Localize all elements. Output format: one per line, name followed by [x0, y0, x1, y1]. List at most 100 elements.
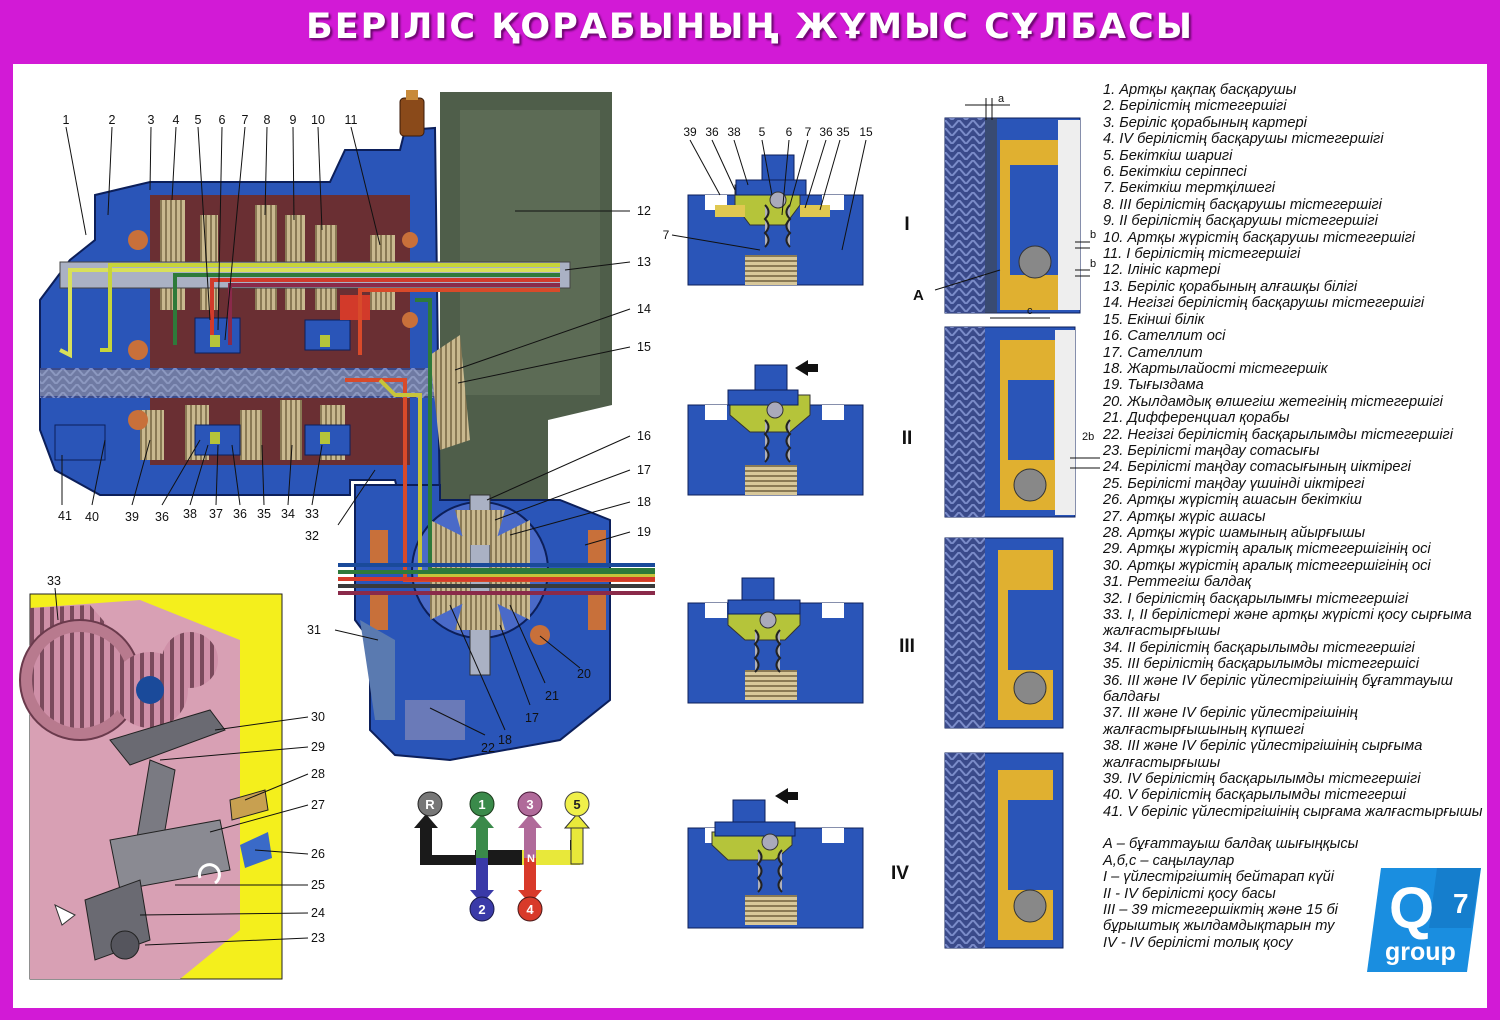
callout-35: 35	[257, 507, 271, 521]
callout-36a: 36	[155, 510, 169, 524]
detail-callout-36a: 36	[705, 125, 719, 139]
position-IV: IV	[891, 863, 909, 884]
note-item: А,б,с – саңылаулар	[1103, 852, 1235, 869]
legend-item: 1. Артқы қақпақ басқарушы	[1103, 82, 1297, 98]
legend-item: 12. Ілініс картері	[1103, 262, 1221, 279]
logo-word: group	[1385, 938, 1456, 966]
callout-6: 6	[219, 113, 226, 127]
detail-callout-5: 5	[759, 125, 766, 139]
legend-item: 22. Негізгі берілістің басқарылымды тіст…	[1103, 426, 1454, 443]
sync-stage-2	[687, 360, 864, 496]
logo-letter: Q	[1389, 876, 1434, 941]
clearance-c: c	[1027, 305, 1033, 317]
callout-12: 12	[637, 204, 651, 218]
q7-group-logo: Q 7 group	[1367, 868, 1481, 972]
detail-callout-6: 6	[786, 125, 793, 139]
legend-item: 5. Бекіткіш шаригі	[1103, 147, 1233, 164]
callout-3: 3	[148, 113, 155, 127]
gear-N: N	[527, 853, 535, 865]
callout-18: 18	[637, 495, 651, 509]
legend-item: 40. V берілістің басқарылымды тістегерші	[1103, 787, 1406, 804]
detail-callout-7b: 7	[663, 228, 670, 242]
legend-item: 24. Берілісті таңдау сотасығының иіктіре…	[1103, 459, 1411, 476]
callout-7: 7	[242, 113, 249, 127]
legend-item: 28. Артқы жүріс шамының айырғышы	[1103, 524, 1366, 541]
gear-5: 5	[573, 797, 580, 812]
legend-item: 36. III және IV беріліс үйлестіргішінің …	[1103, 672, 1453, 706]
legend-item: 21. Дифференциал қорабы	[1103, 410, 1290, 427]
callout-34: 34	[281, 507, 295, 521]
shift-pattern	[414, 791, 591, 922]
callout-39: 39	[125, 510, 139, 524]
sync-strip-3	[944, 537, 1064, 729]
clearance-a: a	[998, 93, 1005, 105]
callout-20: 20	[577, 667, 591, 681]
legend-item: 6. Бекіткіш серіппесі	[1103, 164, 1247, 181]
legend-item: 38. III және IV беріліс үйлестіргішінің …	[1103, 738, 1423, 771]
callout-18b: 18	[498, 733, 512, 747]
callout-10: 10	[311, 113, 325, 127]
legend-item: 30. Артқы жүрістің аралық тістегершігіні…	[1103, 557, 1431, 574]
note-item: IV - IV берілісті толық қосу	[1103, 934, 1293, 951]
detail-callout-7a: 7	[805, 125, 812, 139]
callout-36b: 36	[233, 507, 247, 521]
position-II: II	[902, 428, 913, 449]
legend-item: 37. III және IV беріліс үйлестіргішінің …	[1103, 705, 1358, 738]
callout-21: 21	[545, 689, 559, 703]
callout-9: 9	[290, 113, 297, 127]
detail-callout-15: 15	[859, 125, 873, 139]
callout-31: 31	[307, 623, 321, 637]
legend-item: 16. Сателлит осі	[1103, 328, 1226, 345]
legend-item: 35. III берілістің басқарылымды тістегер…	[1103, 656, 1419, 673]
legend-item: 26. Артқы жүрістің ашасын бекіткіш	[1103, 492, 1362, 509]
page-title: БЕРІЛІС ҚОРАБЫНЫҢ ЖҰМЫС СҰЛБАСЫ	[306, 7, 1194, 47]
note-item: бұрыштық жылдамдықтарын ту	[1103, 918, 1335, 935]
callout-38: 38	[183, 507, 197, 521]
legend-item: 11. I берілістің тістегершігі	[1103, 246, 1301, 263]
legend-item: 14. Негізгі берілістің басқарушы тістеге…	[1103, 295, 1425, 312]
callout-2: 2	[109, 113, 116, 127]
legend-item: 3. Беріліс қорабының картері	[1103, 114, 1307, 131]
linkage-callout-33: 33	[47, 574, 61, 588]
linkage-inset	[19, 593, 283, 980]
legend-item: 4. IV берілістің басқарушы тістегершігі	[1103, 131, 1384, 148]
callout-40: 40	[85, 510, 99, 524]
linkage-callout-28: 28	[311, 767, 325, 781]
legend-item: 19. Тығыздама	[1103, 377, 1204, 394]
legend-item: 25. Берілісті таңдау үшиінді иіктірегі	[1103, 475, 1365, 492]
callout-22: 22	[481, 741, 495, 755]
power-flow-lines	[59, 263, 655, 595]
detail-callout-35: 35	[836, 125, 850, 139]
callout-32: 32	[305, 529, 319, 543]
linkage-callout-27: 27	[311, 798, 325, 812]
callout-15: 15	[637, 340, 651, 354]
legend-item: 9. II берілістің басқарушы тістегершігі	[1103, 213, 1378, 230]
clearance-2b: 2b	[1082, 431, 1094, 443]
callout-16: 16	[637, 429, 651, 443]
sync-strip-4	[944, 752, 1064, 949]
linkage-callout-24: 24	[311, 906, 325, 920]
callout-17: 17	[637, 463, 651, 477]
callout-4: 4	[173, 113, 180, 127]
note-item: II - IV берілісті қосу басы	[1103, 885, 1276, 902]
callout-1: 1	[63, 113, 70, 127]
clearance-b2: b	[1090, 258, 1096, 270]
legend-item: 17. Сателлит	[1103, 344, 1203, 361]
gear-4: 4	[526, 902, 534, 917]
legend-item: 33. I, II берілістері және артқы жүрісті…	[1103, 607, 1472, 640]
linkage-callout-25: 25	[311, 878, 325, 892]
note-item: III – 39 тістегершіктің және 15 бі	[1103, 901, 1338, 918]
callout-17b: 17	[525, 711, 539, 725]
legend-item: 10. Артқы жүрістің басқарушы тістегершіг…	[1103, 229, 1416, 246]
legend: 1. Артқы қақпақ басқарушы 2. Берілістің …	[1103, 82, 1498, 951]
detail-callout-38: 38	[727, 125, 741, 139]
position-III: III	[899, 636, 915, 657]
callout-5: 5	[195, 113, 202, 127]
legend-item: 32. I берілістің басқарылымғы тістегерші…	[1103, 590, 1409, 607]
clearance-A: A	[913, 287, 924, 304]
legend-item: 41. V беріліс үйлестіргішінің сырғамa жа…	[1103, 803, 1483, 820]
gearbox-housing	[39, 90, 571, 521]
gear-R: R	[425, 797, 435, 812]
legend-item: 2. Берілістің тістегершігі	[1103, 98, 1287, 115]
callout-33: 33	[305, 507, 319, 521]
